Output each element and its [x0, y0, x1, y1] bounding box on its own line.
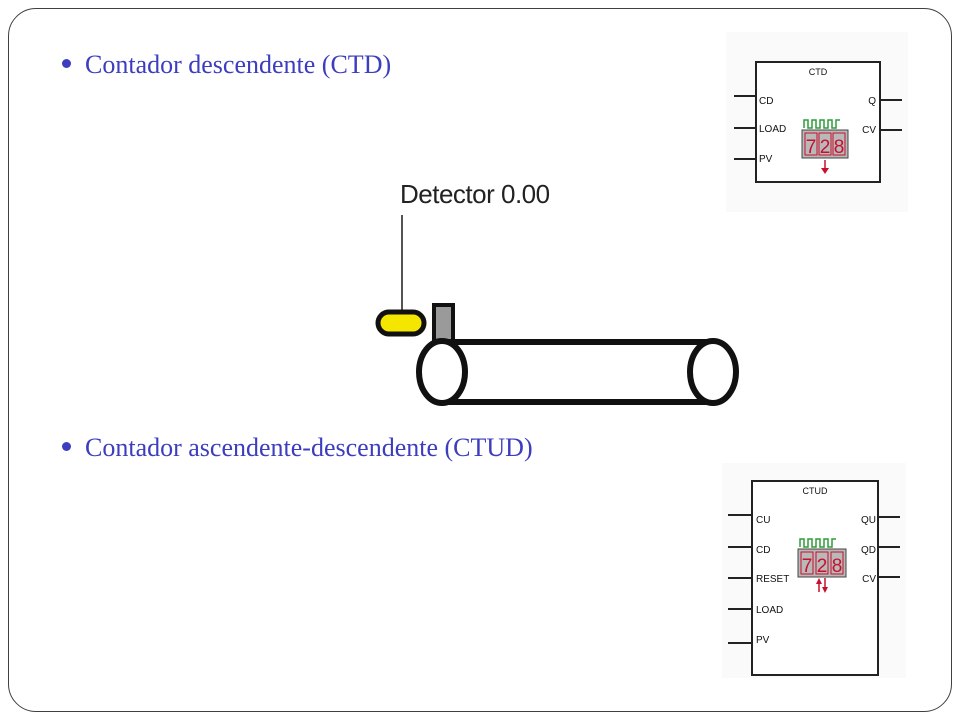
- bullet-ctd: Contador descendente (CTD): [62, 50, 391, 80]
- ctud-digit: 2: [817, 556, 828, 577]
- ctd-digit: 7: [806, 137, 817, 158]
- ctd-output-label: Q: [868, 96, 876, 107]
- bullet-ctud: Contador ascendente-descendente (CTUD): [62, 433, 533, 463]
- conveyor-roller-right: [687, 338, 739, 406]
- ctd-input-label: PV: [759, 154, 773, 165]
- arrow-down-icon: [821, 160, 829, 174]
- pulse-train-icon: [799, 538, 836, 548]
- ctud-input-label: LOAD: [756, 605, 783, 616]
- bullet-dot-icon: [62, 58, 71, 68]
- ctud-title: CTUD: [803, 486, 828, 496]
- conveyor-diagram: Detector 0.00: [370, 170, 750, 425]
- bullet-ctud-text: Contador ascendente-descendente (CTUD): [85, 433, 533, 462]
- ctud-digit: 7: [802, 556, 813, 577]
- ctud-function-block: CTUD CU CD RESET LOAD PV QU QD CV 7 2 8: [722, 463, 906, 678]
- ctud-input-label: CU: [756, 515, 770, 526]
- ctud-digit: 8: [832, 556, 843, 577]
- conveyor-svg: Detector 0.00: [375, 179, 739, 406]
- bullet-dot-icon: [62, 441, 71, 451]
- ctd-output-label: CV: [862, 125, 876, 136]
- ctd-input-label: LOAD: [759, 124, 786, 135]
- ctd-digit: 2: [820, 137, 831, 158]
- bullet-ctd-text: Contador descendente (CTD): [85, 50, 392, 79]
- pulse-train-icon: [803, 119, 840, 129]
- sensor-icon: [375, 309, 427, 337]
- ctud-output-label: QD: [861, 545, 876, 556]
- arrow-up-down-icon: [816, 578, 828, 593]
- conveyor-roller-left: [416, 338, 468, 406]
- ctud-input-label: PV: [756, 635, 770, 646]
- ctd-input-label: CD: [759, 96, 773, 107]
- ctud-input-label: RESET: [756, 574, 789, 585]
- ctud-output-label: QU: [861, 515, 876, 526]
- ctd-block-body: [755, 61, 881, 183]
- ctud-counter-display: [797, 548, 847, 578]
- sensor-bracket: [432, 303, 455, 343]
- ctud-input-label: CD: [756, 545, 770, 556]
- ctud-output-label: CV: [862, 574, 876, 585]
- detector-label: Detector 0.00: [400, 179, 550, 209]
- ctd-digit: 8: [834, 137, 845, 158]
- ctd-diagram: CTD CD LOAD PV Q CV 7 2 8: [734, 61, 902, 183]
- ctd-title: CTD: [809, 67, 828, 77]
- ctud-diagram: CTUD CU CD RESET LOAD PV QU QD CV 7 2 8: [728, 480, 900, 676]
- ctd-function-block: CTD CD LOAD PV Q CV 7 2 8: [726, 32, 908, 212]
- ctd-counter-display: [801, 129, 849, 159]
- ctud-block-body: [751, 480, 879, 676]
